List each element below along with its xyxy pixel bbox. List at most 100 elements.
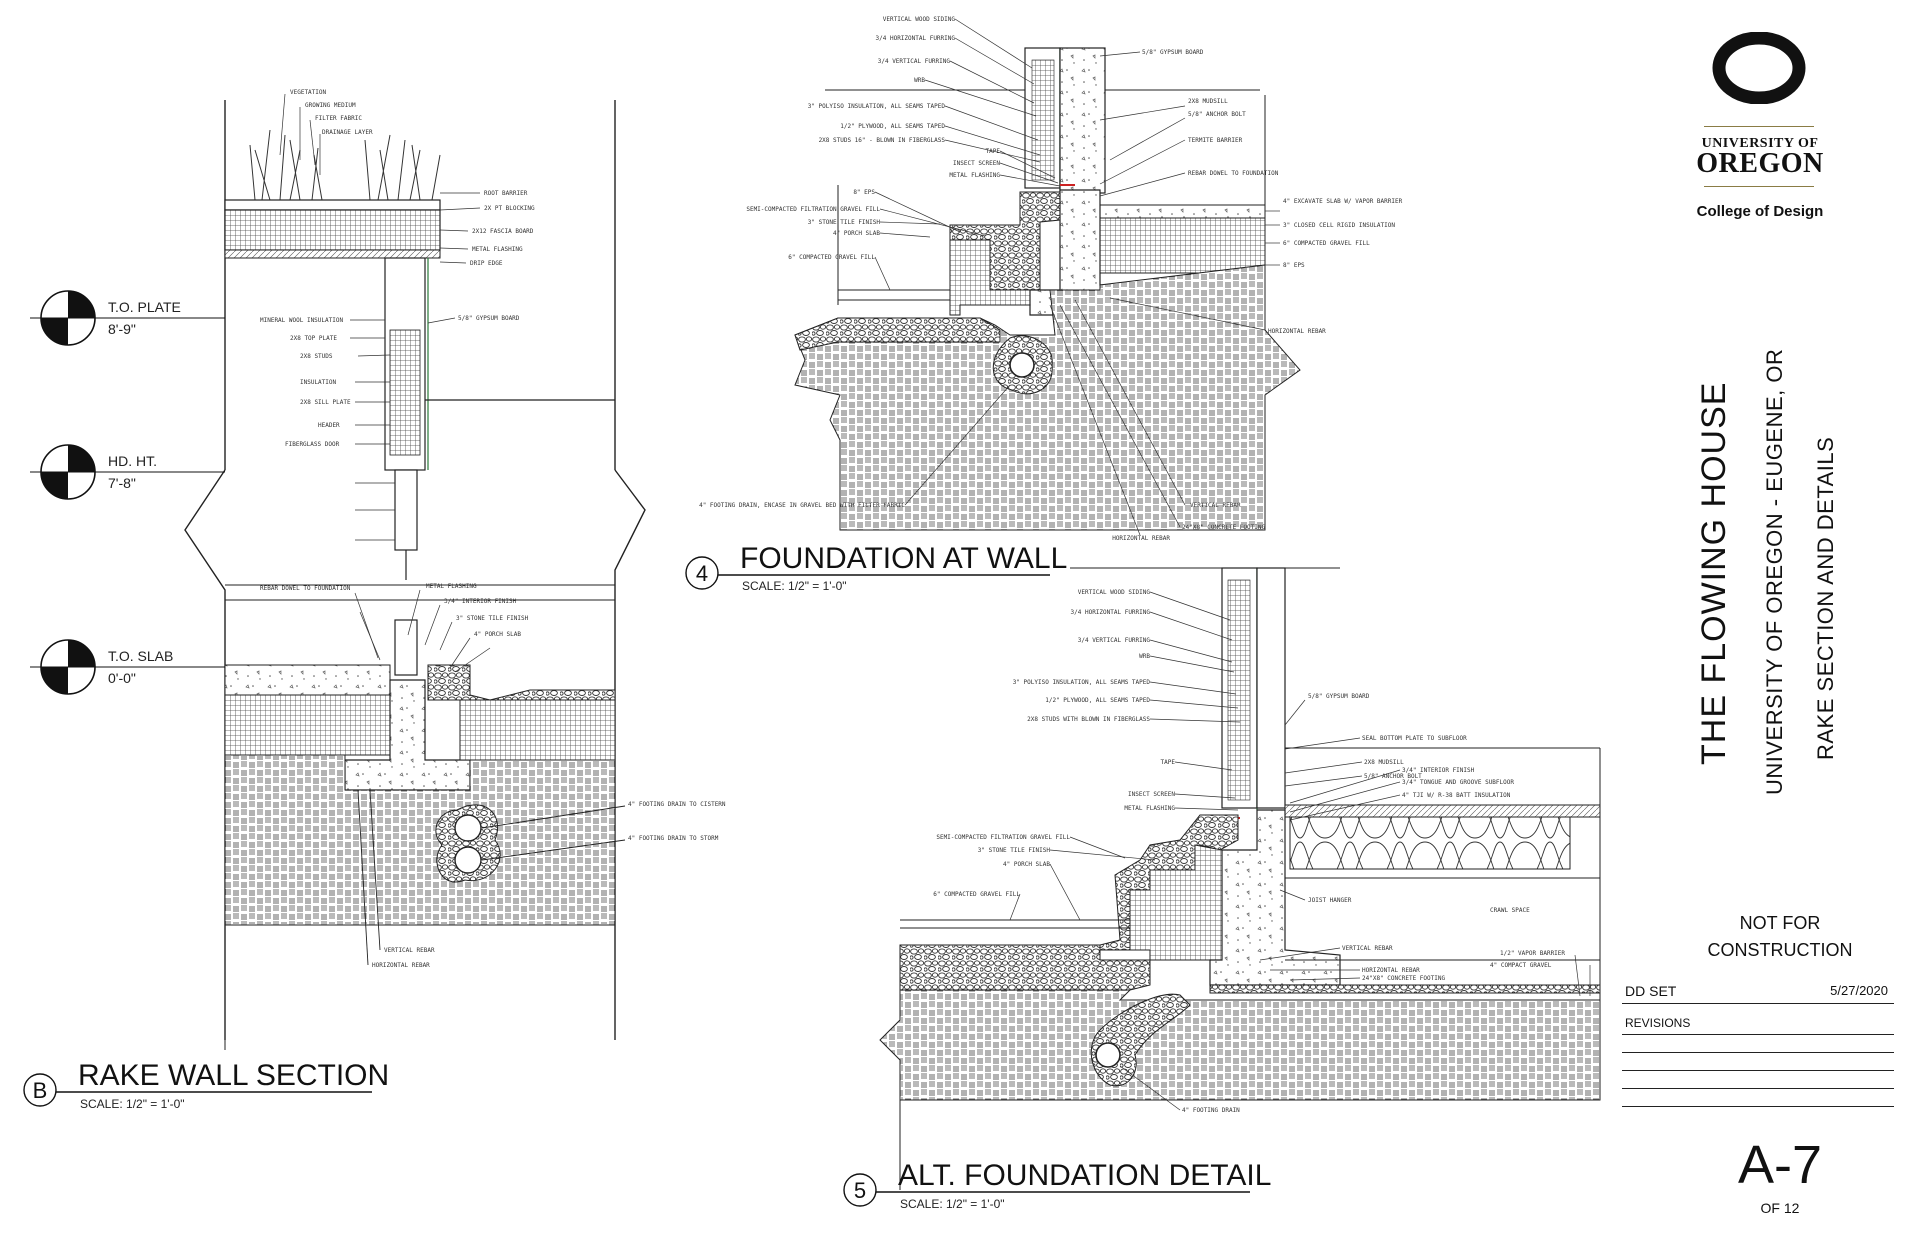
label-4-tape: TAPE: [986, 148, 1001, 155]
revision-row-line: [1622, 1052, 1894, 1053]
detail-5-leader-lines: [1009, 591, 1591, 1111]
label-5-vertical-furring: 3/4 VERTICAL FURRING: [1078, 637, 1151, 644]
level-elev-head: 7'-8": [108, 475, 136, 491]
label-4-porch-slab: 4" PORCH SLAB: [833, 230, 880, 237]
label-drainage-layer: DRAINAGE LAYER: [322, 129, 373, 136]
label-5-crawl-space: CRAWL SPACE: [1490, 907, 1530, 914]
label-4-mudsill: 2X8 MUDSILL: [1188, 98, 1228, 105]
label-4-gravel-fill: 6" COMPACTED GRAVEL FILL: [788, 254, 875, 261]
label-fascia-board: 2X12 FASCIA BOARD: [472, 228, 534, 235]
level-elev-plate: 8'-9": [108, 321, 136, 337]
label-5-vapor-barrier: 1/2" VAPOR BARRIER: [1500, 950, 1565, 957]
label-4-compacted-gravel: 6" COMPACTED GRAVEL FILL: [1283, 240, 1370, 247]
footing-drain-4: [1009, 352, 1035, 378]
revision-row-line: [1622, 1034, 1894, 1035]
footing-drain-5: [1095, 1042, 1121, 1068]
label-4-excavate-slab: 4" EXCAVATE SLAB W/ VAPOR BARRIER: [1283, 198, 1403, 205]
label-4-closed-cell: 3" CLOSED CELL RIGID INSULATION: [1283, 222, 1395, 229]
stamp-line1: NOT FOR: [1739, 913, 1821, 933]
label-5-tji: 4" TJI W/ R-38 BATT INSULATION: [1402, 792, 1511, 799]
label-5-compact-gravel: 4" COMPACT GRAVEL: [1490, 962, 1552, 969]
label-4-eps: 8" EPS: [853, 189, 875, 196]
level-elev-slab: 0'-0": [108, 670, 136, 686]
interior-slab-4: [1099, 204, 1266, 219]
label-5-wrb: WRB: [1139, 653, 1150, 660]
foundation-at-wall-drawing: VERTICAL WOOD SIDING 3/4 HORIZONTAL FURR…: [685, 16, 1403, 593]
sheet-total: OF 12: [1760, 1200, 1800, 1216]
institution-line1: UNIVERSITY OF: [1701, 136, 1819, 151]
sheet-number: A-7: [1737, 1135, 1823, 1195]
detail-title-b: RAKE WALL SECTION: [78, 1059, 389, 1092]
detail-b-title: B RAKE WALL SECTION SCALE: 1/2" = 1'-0": [23, 1059, 389, 1111]
project-location: UNIVERSITY OF OREGON - EUGENE, OR: [1762, 348, 1787, 795]
label-4-polyiso: 3" POLYISO INSULATION, ALL SEAMS TAPED: [808, 103, 946, 110]
label-4-wood-siding: VERTICAL WOOD SIDING: [883, 16, 956, 23]
detail-scale-4: SCALE: 1/2" = 1'-0": [742, 579, 847, 593]
detail-4-annotation-labels-right: 5/8" GYPSUM BOARD 2X8 MUDSILL 5/8" ANCHO…: [1142, 49, 1403, 531]
oregon-o-logo-icon: [1712, 32, 1806, 104]
detail-number-b: B: [33, 1078, 48, 1103]
sheet-subject: RAKE SECTION AND DETAILS: [1813, 436, 1838, 760]
label-5-metal-flashing: METAL FLASHING: [1124, 805, 1175, 812]
label-stone-tile: 3" STONE TILE FINISH: [456, 615, 529, 622]
label-growing-medium: GROWING MEDIUM: [305, 102, 356, 109]
project-title: THE FLOWING HOUSE: [1695, 381, 1733, 765]
set-date: 5/27/2020: [1830, 983, 1888, 998]
level-marker-plate: T.O. PLATE 8'-9": [30, 290, 225, 346]
detail-5-annotation-labels-left: VERTICAL WOOD SIDING 3/4 HORIZONTAL FURR…: [933, 589, 1175, 898]
label-studs: 2X8 STUDS: [300, 353, 333, 360]
floor-batt-insulation-5: [1289, 816, 1571, 870]
label-5-insect-screen: INSECT SCREEN: [1128, 791, 1175, 798]
logo-rule-bottom: [1704, 186, 1814, 187]
label-horizontal-rebar: HORIZONTAL REBAR: [372, 962, 430, 969]
compacted-earth: [224, 754, 616, 926]
revision-row-line: [1622, 1106, 1894, 1107]
green-roof-vegetation: [249, 129, 441, 201]
earth-5: [879, 989, 1601, 1101]
label-5-seal-bottom-plate: SEAL BOTTOM PLATE TO SUBFLOOR: [1362, 735, 1467, 742]
label-mineral-wool: MINERAL WOOL INSULATION: [260, 317, 343, 324]
title-block: UNIVERSITY OF OREGON College of Design T…: [1600, 0, 1920, 1242]
label-4-studs: 2X8 STUDS 16" - BLOWN IN FIBERGLASS: [819, 137, 946, 144]
label-5-vertical-rebar: VERTICAL REBAR: [1342, 945, 1393, 952]
label-4-anchor-bolt: 5/8" ANCHOR BOLT: [1188, 111, 1246, 118]
label-5-gravel-fill: 6" COMPACTED GRAVEL FILL: [933, 891, 1020, 898]
revisions-label: REVISIONS: [1625, 1016, 1691, 1030]
label-5-tape: TAPE: [1161, 759, 1176, 766]
label-5-gypsum: 5/8" GYPSUM BOARD: [1308, 693, 1370, 700]
detail-title-5: ALT. FOUNDATION DETAIL: [898, 1159, 1271, 1192]
label-root-barrier: ROOT BARRIER: [484, 190, 528, 197]
label-4-insect-screen: INSECT SCREEN: [953, 160, 1000, 167]
detail-number-5: 5: [854, 1178, 866, 1203]
detail-scale-b: SCALE: 1/2" = 1'-0": [80, 1097, 185, 1111]
detail-4-leader-lines: [874, 18, 1280, 536]
wall-insulation: [389, 329, 421, 456]
label-4-horizontal-furring: 3/4 HORIZONTAL FURRING: [876, 35, 956, 42]
label-5-horizontal-furring: 3/4 HORIZONTAL FURRING: [1071, 609, 1151, 616]
label-4-rebar-dowel: REBAR DOWEL TO FOUNDATION: [1188, 170, 1279, 177]
alt-foundation-detail-drawing: VERTICAL WOOD SIDING 3/4 HORIZONTAL FURR…: [843, 567, 1601, 1211]
label-5-concrete-footing: 24"X8" CONCRETE FOOTING: [1362, 975, 1445, 982]
label-5-footing-drain: 4" FOOTING DRAIN: [1182, 1107, 1240, 1114]
under-slab-rigid-insulation-4: [1099, 217, 1266, 274]
label-5-mudsill: 2X8 MUDSILL: [1364, 759, 1404, 766]
label-5-studs: 2X8 STUDS WITH BLOWN IN FIBERGLASS: [1027, 716, 1150, 723]
label-drain-to-storm: 4" FOOTING DRAIN TO STORM: [628, 835, 719, 842]
stamp-line2: CONSTRUCTION: [1707, 940, 1853, 960]
detail-scale-5: SCALE: 1/2" = 1'-0": [900, 1197, 1005, 1211]
detail-title-4: FOUNDATION AT WALL: [740, 542, 1067, 575]
institution-line2: OREGON: [1696, 148, 1824, 179]
label-metal-flashing-base: METAL FLASHING: [426, 583, 477, 590]
level-name-slab: T.O. SLAB: [108, 648, 173, 664]
label-drain-to-cistern: 4" FOOTING DRAIN TO CISTERN: [628, 801, 726, 808]
roof-deck: [224, 249, 441, 259]
footing-drain-pipes: [435, 804, 501, 883]
detail-b-leader-lines: [279, 93, 491, 673]
roof-growing-medium: [224, 199, 441, 211]
label-insulation: INSULATION: [300, 379, 337, 386]
label-4-concrete-footing: 24"X8" CONCRETE FOOTING: [1182, 524, 1265, 531]
rake-wall-section-drawing: VEGETATION GROWING MEDIUM FILTER FABRIC …: [23, 89, 726, 1111]
label-5-subfloor: 3/4" TONGUE AND GROOVE SUBFLOOR: [1402, 779, 1514, 786]
subfloor-5: [1284, 804, 1601, 818]
